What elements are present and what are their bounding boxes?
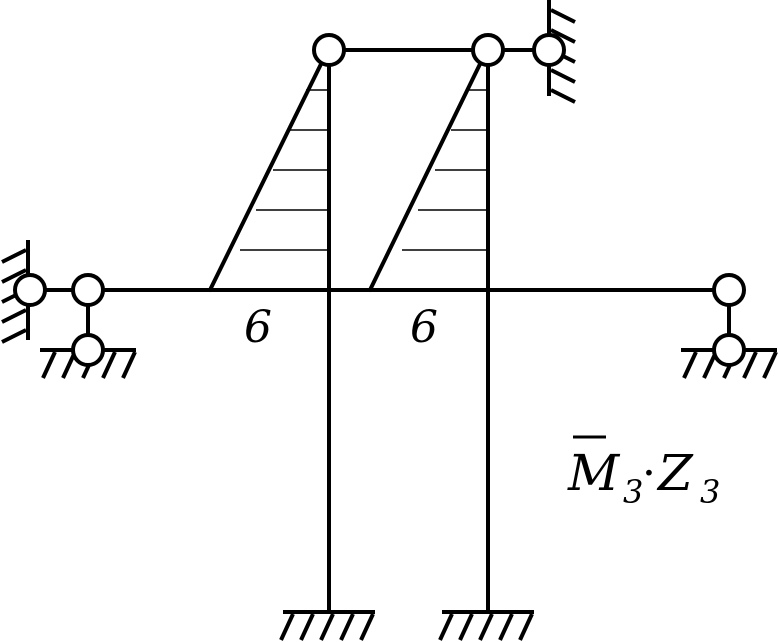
hinge-wall-top <box>532 33 566 67</box>
hinge-support-right <box>712 333 746 367</box>
hinge-beam-right <box>712 273 746 307</box>
moment-slope-left <box>208 60 324 292</box>
moment-hatching-left <box>240 89 329 251</box>
members <box>30 48 731 612</box>
diagram-label: M 3 · Z 3 <box>567 435 720 511</box>
hinge-wall-left <box>13 273 47 307</box>
label-var: Z <box>656 444 694 502</box>
moment-hatching-right <box>402 89 488 251</box>
label-dot: · <box>642 448 656 499</box>
fixed-support-right <box>438 610 534 641</box>
fixed-support-left <box>279 610 375 641</box>
hinge-beam-left <box>71 273 105 307</box>
label-sub-1: 3 <box>623 473 643 511</box>
hinge-top-right <box>471 33 505 67</box>
moment-slope-right <box>368 60 483 292</box>
hinge-support-left <box>71 333 105 367</box>
label-symbol: M <box>567 444 621 502</box>
hinges <box>13 33 746 367</box>
hinge-top-left <box>312 33 346 67</box>
moment-value-left: 6 <box>244 302 272 353</box>
moment-value-right: 6 <box>410 302 438 353</box>
moment-outline <box>208 60 483 292</box>
label-sub-2: 3 <box>700 473 720 511</box>
